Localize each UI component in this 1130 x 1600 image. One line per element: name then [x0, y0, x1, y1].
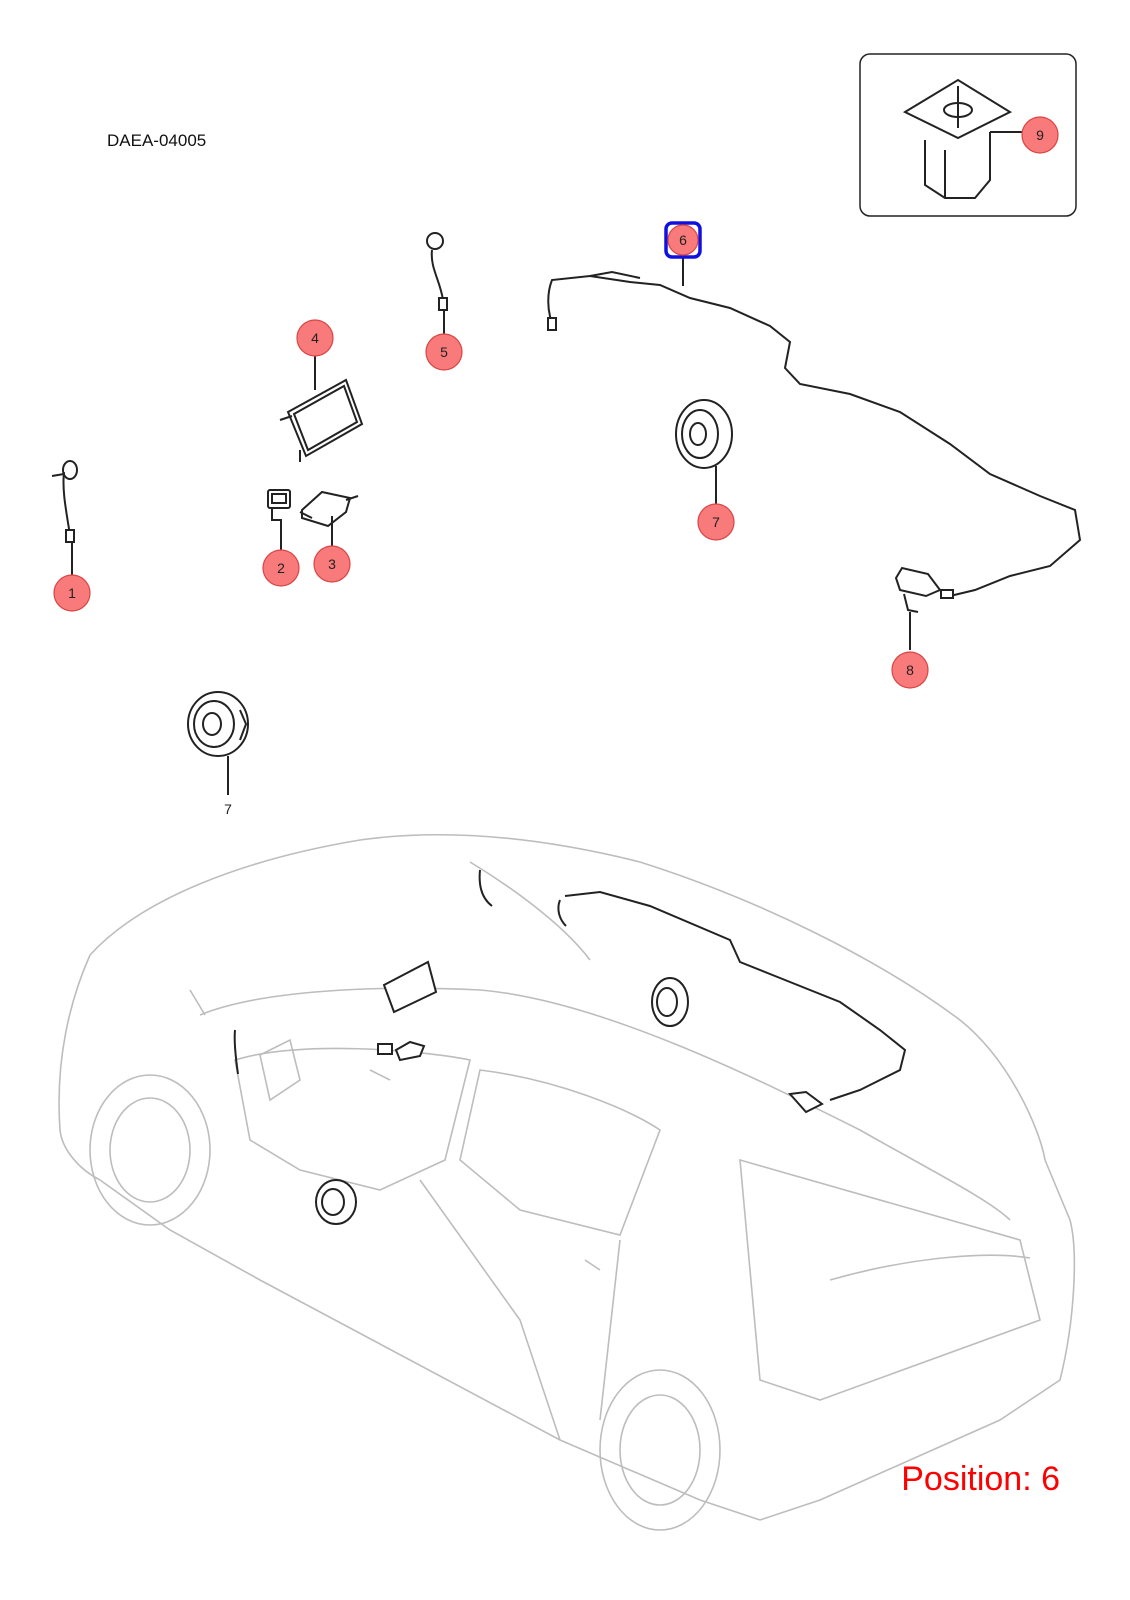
callout-number: 5 — [440, 344, 448, 360]
callout-circle — [891, 651, 929, 689]
callout-number: 2 — [277, 560, 285, 576]
part-9-clip — [902, 78, 1025, 199]
callout-number: 1 — [68, 585, 76, 601]
callout-circle — [1021, 116, 1059, 154]
callout-circle — [667, 224, 699, 256]
position-label: Position: 6 — [901, 1460, 1060, 1498]
callout-8[interactable]: 8 — [891, 651, 929, 689]
callout-6-highlighted[interactable]: 6 — [664, 221, 702, 259]
callout-5[interactable]: 5 — [425, 333, 463, 371]
part-7-speaker-upper — [675, 399, 733, 508]
callout-7[interactable]: 7 — [697, 503, 735, 541]
callout-number: 3 — [328, 556, 336, 572]
part-1-cable — [51, 460, 78, 588]
inset-box — [859, 53, 1077, 217]
callout-number: 6 — [679, 232, 687, 248]
part-8-bracket — [894, 566, 942, 650]
callout-circle — [313, 545, 351, 583]
callout-circle — [425, 333, 463, 371]
callout-number: 4 — [311, 330, 319, 346]
callout-3[interactable]: 3 — [313, 545, 351, 583]
callout-number: 9 — [1036, 127, 1044, 143]
car-outline — [58, 833, 1076, 1531]
part-5-cable — [426, 232, 448, 336]
callout-circle — [262, 549, 300, 587]
callout-number: 7 — [712, 514, 720, 530]
callout-number: 8 — [906, 662, 914, 678]
part-4-display — [279, 342, 364, 462]
callout-4[interactable]: 4 — [296, 319, 334, 357]
callout-9[interactable]: 9 — [1021, 116, 1059, 154]
callout-1[interactable]: 1 — [53, 574, 91, 612]
part-6-harness — [547, 252, 1082, 599]
callout-2[interactable]: 2 — [262, 549, 300, 587]
plain-callout-number-7[interactable]: 7 — [224, 801, 232, 817]
callout-highlight-frame — [664, 221, 702, 259]
part-7-speaker-lower — [187, 691, 249, 795]
callout-circle — [296, 319, 334, 357]
diagram-code: DAEA-04005 — [107, 131, 207, 150]
callout-circle — [53, 574, 91, 612]
plain-callout-labels: 7 — [224, 801, 232, 817]
car-mounted-parts — [233, 869, 907, 1225]
callout-circle — [697, 503, 735, 541]
callout-balloons: 1 2 3 4 5 6 7 8 9 — [53, 116, 1059, 689]
